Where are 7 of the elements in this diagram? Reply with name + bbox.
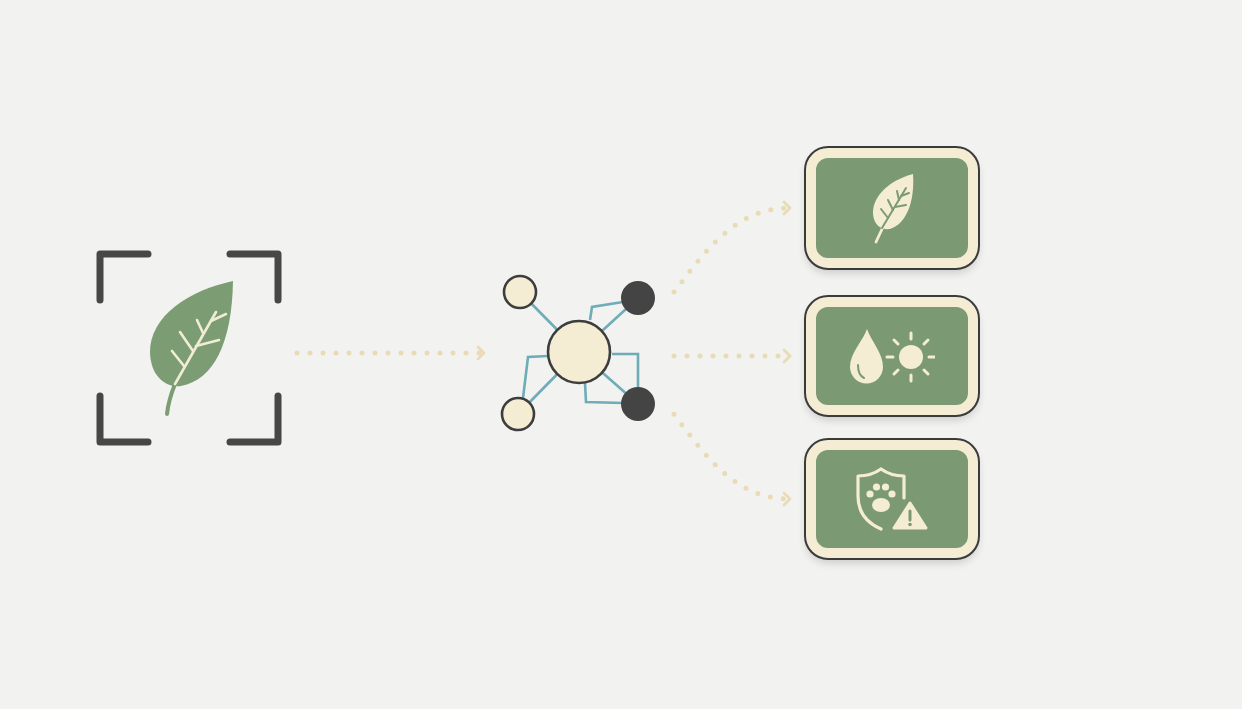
dotted-arrow xyxy=(671,348,793,364)
category-card xyxy=(806,297,978,415)
category-card xyxy=(806,148,978,268)
dotted-arrow xyxy=(294,345,487,361)
dotted-arrow xyxy=(671,411,793,506)
category-card xyxy=(806,440,978,558)
dotted-arrow xyxy=(671,201,793,295)
